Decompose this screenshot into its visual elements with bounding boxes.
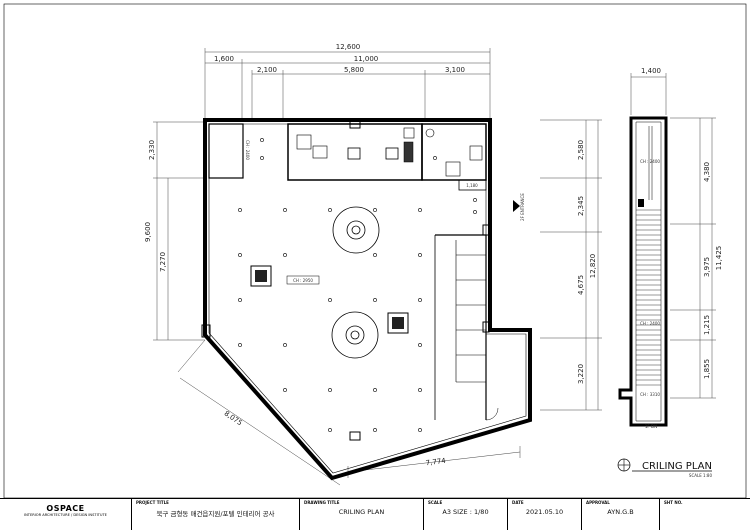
light-fixture-icon — [260, 138, 264, 142]
right-dimensions — [540, 119, 602, 411]
light-fixture-icon — [418, 208, 422, 212]
light-fixture-icon — [283, 253, 287, 257]
company-cell: OSPACE INTERIOR ARCHITECTURE / DESIGN IN… — [0, 499, 132, 530]
date-label: DATE — [512, 500, 524, 505]
dim-stair-a: 4,380 — [703, 162, 711, 182]
light-fixture-icon — [283, 208, 287, 212]
stair-dimensions — [630, 73, 716, 399]
light-fixture-icon — [238, 298, 242, 302]
entrance-arrow-icon — [513, 200, 520, 212]
dim-right-b: 2,345 — [577, 196, 585, 216]
light-fixture-icon — [473, 198, 477, 202]
dim-stair-d: 1,855 — [703, 359, 711, 379]
approval-label: APPROVAL — [586, 500, 610, 505]
sheet-no-cell: SHT NO. — [660, 499, 750, 530]
ceiling-height-small: CH : 2400 — [245, 140, 250, 160]
light-fixture-icon — [373, 253, 377, 257]
dim-top-b: 5,800 — [344, 66, 364, 74]
dim-diag-left: 8,075 — [223, 409, 244, 427]
left-dimensions — [153, 121, 205, 341]
storage-dimension: 1,180 — [466, 183, 478, 188]
project-title-cell: PROJECT TITLE 북구 금형동 매건읍지원/포텔 인테리어 공사 — [132, 499, 300, 530]
dim-top-a: 2,100 — [257, 66, 277, 74]
dim-left-total: 9,600 — [144, 222, 152, 242]
dim-top-total: 12,600 — [336, 43, 361, 51]
light-fixture-icon — [328, 208, 332, 212]
dim-stair-width: 1,400 — [641, 67, 661, 75]
light-fixture-icon — [373, 208, 377, 212]
drawing-title-label: DRAWING TITLE — [304, 500, 340, 505]
light-fixture-icon — [238, 253, 242, 257]
light-fixture-icon — [418, 388, 422, 392]
ceiling-lights — [238, 138, 477, 432]
scale-label: SCALE — [428, 500, 443, 505]
light-fixture-icon — [328, 388, 332, 392]
stair-ch-1: CH : 2400 — [640, 159, 660, 164]
light-fixture-icon — [373, 388, 377, 392]
top-dimensions — [204, 48, 491, 118]
project-title: 북구 금형동 매건읍지원/포텔 인테리어 공사 — [156, 510, 275, 518]
dim-right-c: 4,675 — [577, 275, 585, 295]
dim-left-b: 7,270 — [159, 252, 167, 272]
project-title-label: PROJECT TITLE — [136, 500, 169, 505]
light-fixture-icon — [373, 298, 377, 302]
floor-plan — [201, 118, 532, 481]
drawing-title-value: CRILING PLAN — [338, 508, 385, 516]
stair-ch-3: CH : 3310 — [640, 392, 660, 397]
stair-plan — [618, 116, 668, 427]
drawing-title-mark — [617, 458, 712, 472]
dim-right-d: 3,220 — [577, 364, 585, 384]
light-fixture-icon — [373, 428, 377, 432]
diag-dimension-left — [177, 339, 341, 486]
dim-diag-bottom: 7,774 — [425, 457, 446, 467]
company-name: OSPACE — [46, 504, 85, 513]
approval-value: AYN.G.B — [607, 508, 634, 516]
drawing-title: CRILING PLAN — [642, 461, 712, 472]
stair-dn-label: 1F DN — [645, 424, 657, 429]
title-block: OSPACE INTERIOR ARCHITECTURE / DESIGN IN… — [0, 498, 750, 530]
stair-ch-2: CH : 2400 — [640, 321, 660, 326]
dim-stair-b: 3,975 — [703, 257, 711, 277]
scale-cell: SCALE A3 SIZE : 1/80 — [424, 499, 508, 530]
light-fixture-icon — [238, 208, 242, 212]
dim-right-a: 2,580 — [577, 140, 585, 160]
light-fixture-icon — [283, 388, 287, 392]
dim-top-mid: 11,000 — [354, 55, 379, 63]
entrance-label: 2F ENTRANCE — [520, 193, 525, 221]
light-fixture-icon — [328, 298, 332, 302]
drawing-title-cell: DRAWING TITLE CRILING PLAN — [300, 499, 424, 530]
light-fixture-icon — [433, 156, 437, 160]
light-fixture-icon — [418, 298, 422, 302]
light-fixture-icon — [238, 343, 242, 347]
company-subtitle: INTERIOR ARCHITECTURE / DESIGN INSTITUTE — [24, 513, 107, 517]
dim-right-total: 12,820 — [589, 254, 597, 279]
dim-stair-c: 1,215 — [703, 315, 711, 335]
light-fixture-icon — [418, 253, 422, 257]
scale-value: A3 SIZE : 1/80 — [442, 508, 489, 516]
sheet-no-label: SHT NO. — [664, 500, 683, 505]
ceiling-height-main: CH : 2950 — [293, 278, 313, 283]
light-fixture-icon — [418, 343, 422, 347]
date-cell: DATE 2021.05.10 — [508, 499, 582, 530]
light-fixture-icon — [283, 343, 287, 347]
light-fixture-icon — [473, 210, 477, 214]
dim-stair-total: 11,425 — [715, 246, 723, 271]
dim-top-left: 1,600 — [214, 55, 234, 63]
light-fixture-icon — [260, 156, 264, 160]
approval-cell: APPROVAL AYN.G.B — [582, 499, 660, 530]
light-fixture-icon — [418, 428, 422, 432]
drawing-scale-note: SCALE 1:80 — [689, 473, 713, 478]
dim-top-c: 3,100 — [445, 66, 465, 74]
dim-left-a: 2,330 — [148, 140, 156, 160]
date-value: 2021.05.10 — [525, 508, 564, 516]
light-fixture-icon — [328, 428, 332, 432]
